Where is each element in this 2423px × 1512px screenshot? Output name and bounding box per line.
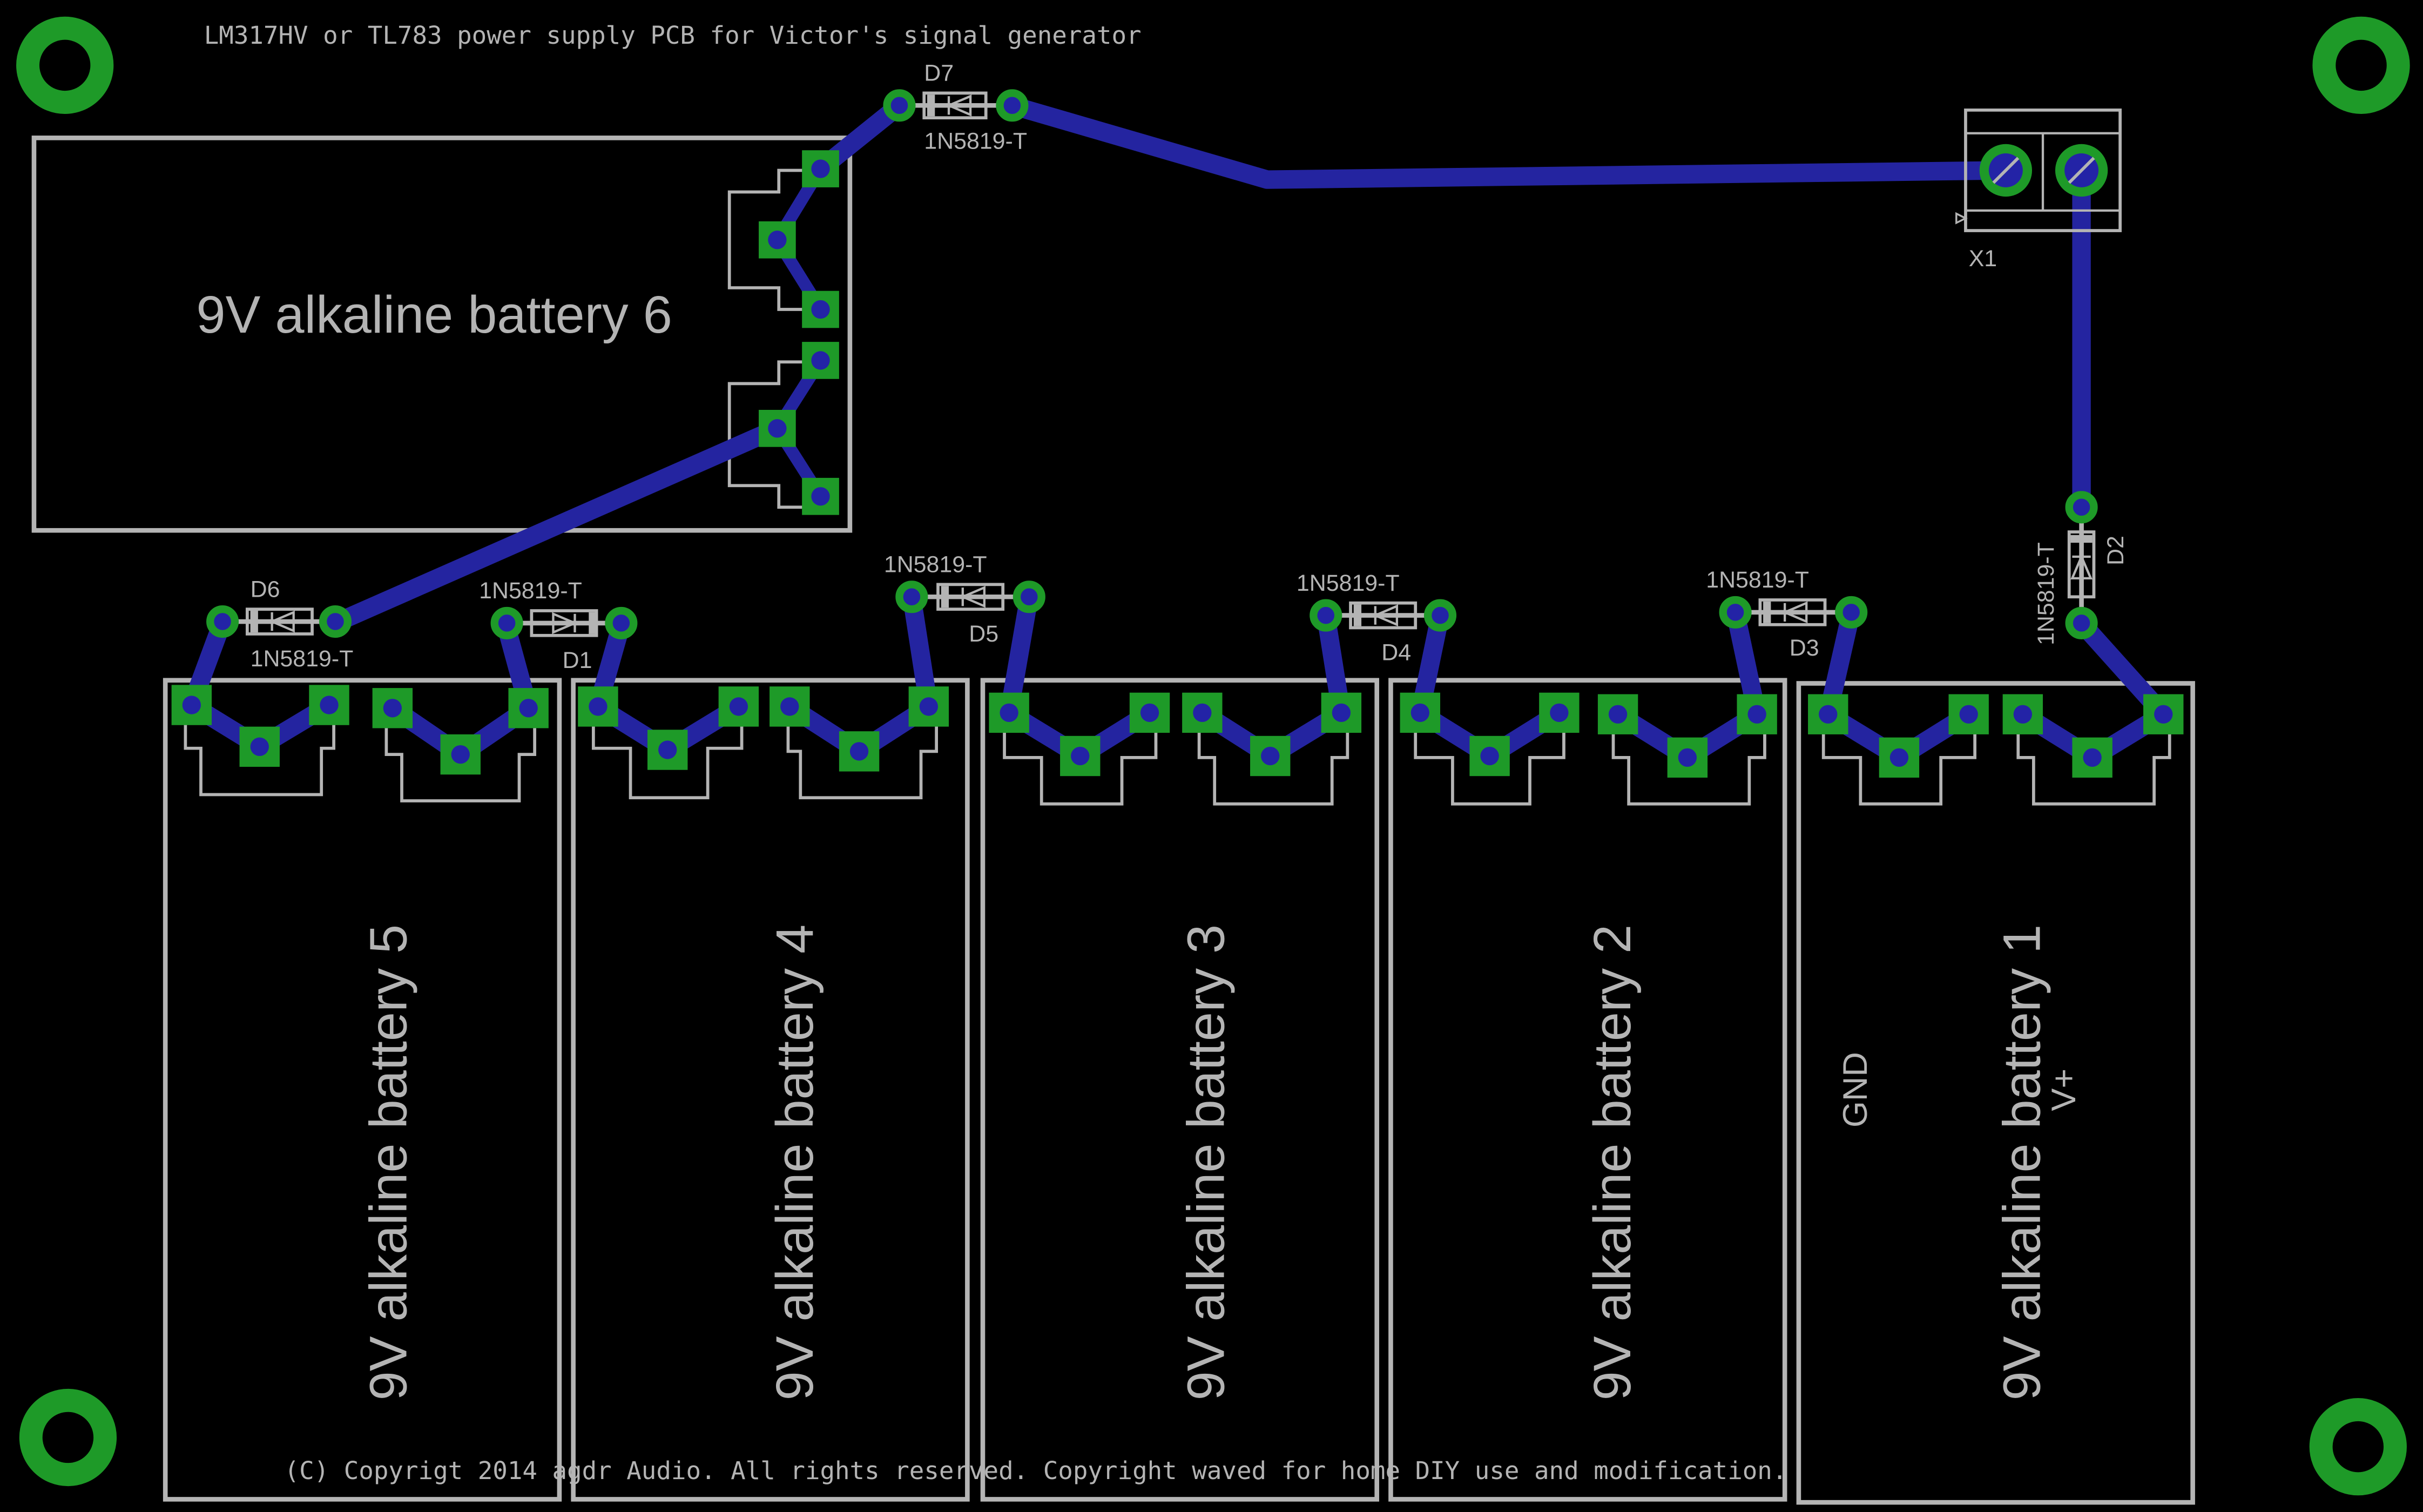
diode-d3-ref: D3 [1790, 635, 1819, 661]
battery-2-pads [1400, 692, 1777, 778]
battery-6-label: 9V alkaline battery 6 [196, 285, 672, 344]
diode-d5: 1N5819-T D5 [884, 551, 1045, 647]
battery-1-snap-outlines [1821, 717, 2171, 806]
battery-4-snap-outlines [591, 714, 938, 800]
diode-d4-ref: D4 [1381, 640, 1411, 666]
diode-d5-ref: D5 [969, 621, 998, 647]
diode-d5-value: 1N5819-T [884, 551, 987, 577]
diode-d1-value: 1N5819-T [479, 578, 582, 604]
battery-holder-1 [1796, 681, 2195, 1505]
diode-d4-value: 1N5819-T [1297, 570, 1400, 596]
battery-6-pads [759, 150, 839, 515]
battery-6-snap-outlines [727, 168, 835, 509]
battery-holder-4 [571, 678, 970, 1502]
connector-x1-ref: X1 [1969, 246, 1997, 272]
battery-1-pads [1808, 694, 2184, 778]
connector-x1: X1 [1955, 108, 2122, 272]
battery-2-label: 9V alkaline battery 2 [1583, 924, 1642, 1400]
board-title: LM317HV or TL783 power supply PCB for Vi… [204, 21, 1142, 50]
diode-d7-ref: D7 [924, 60, 954, 86]
diode-d3: 1N5819-T D3 [1706, 567, 1868, 661]
diode-d7: D7 1N5819-T [883, 60, 1029, 154]
diode-d1-ref: D1 [563, 647, 592, 673]
diode-d3-value: 1N5819-T [1706, 567, 1809, 593]
battery-4-pads [578, 686, 949, 772]
battery-3-snap-outlines [1003, 717, 1349, 806]
mounting-hole-top-right [2312, 16, 2410, 114]
battery-1-label: 9V alkaline battery 1 [1992, 924, 2051, 1400]
battery-3-pads [989, 692, 1362, 777]
battery-5-pads [171, 685, 549, 775]
mounting-hole-bottom-left [19, 1388, 117, 1487]
mounting-hole-bottom-right [2309, 1398, 2407, 1496]
battery-holder-2 [1388, 678, 1787, 1502]
mounting-hole-top-left [16, 16, 114, 114]
diode-d6-value: 1N5819-T [251, 646, 354, 672]
vplus-label: V+ [2045, 1069, 2083, 1111]
diode-d7-value: 1N5819-T [924, 128, 1027, 154]
diode-d6: D6 1N5819-T [206, 576, 354, 672]
battery-5-snap-outlines [184, 714, 536, 802]
diode-d6-ref: D6 [251, 576, 280, 602]
diode-d2-value: 1N5819-T [2033, 542, 2059, 645]
diode-d1: 1N5819-T D1 [479, 578, 638, 673]
copyright-notice: (C) Copyrigt 2014 agdr Audio. All rights… [285, 1456, 1787, 1485]
battery-5-label: 9V alkaline battery 5 [359, 924, 418, 1400]
battery-holder-5 [163, 678, 562, 1502]
gnd-label: GND [1837, 1052, 1874, 1128]
diode-d4: 1N5819-T D4 [1297, 570, 1457, 666]
battery-4-label: 9V alkaline battery 4 [765, 924, 824, 1400]
diode-d2: D2 1N5819-T [2033, 491, 2129, 645]
battery-holder-3 [980, 678, 1379, 1502]
diode-d2-ref: D2 [2103, 536, 2129, 565]
battery-holder-6 [31, 136, 853, 533]
battery-2-snap-outlines [1414, 717, 1766, 806]
battery-3-label: 9V alkaline battery 3 [1176, 924, 1235, 1400]
